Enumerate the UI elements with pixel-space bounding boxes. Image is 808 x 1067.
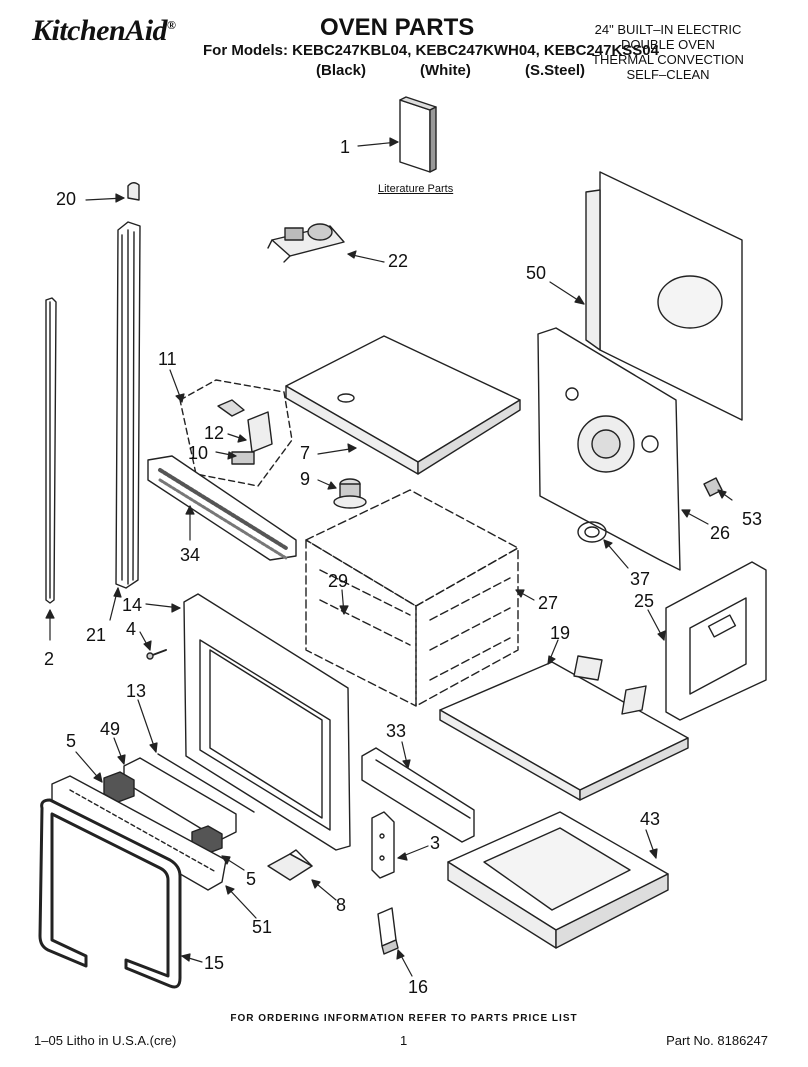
part-9-component (333, 478, 367, 509)
part-13-rod (157, 753, 255, 813)
part-37-gasket (577, 521, 607, 543)
callout-5-lower: 5 (246, 869, 257, 889)
callout-19: 19 (550, 623, 571, 643)
oven-type-line: SELF–CLEAN (626, 67, 710, 82)
part-53-bracket (703, 477, 723, 497)
callout-10: 10 (188, 443, 209, 463)
oven-type-line: 24" BUILT–IN ELECTRIC (594, 22, 742, 37)
literature-parts-label: Literature Parts (378, 183, 454, 195)
callout-26: 26 (710, 523, 731, 543)
callout-5-upper: 5 (66, 731, 77, 751)
part-3-bracket (371, 811, 395, 879)
finish-white: (White) (420, 62, 471, 79)
ordering-note: FOR ORDERING INFORMATION REFER TO PARTS … (230, 1013, 578, 1024)
part-2-rod (45, 297, 57, 604)
callout-11: 11 (158, 349, 177, 369)
part-16-bracket (377, 907, 399, 955)
callout-43: 43 (640, 809, 661, 829)
callout-51: 51 (252, 917, 273, 937)
page-title: OVEN PARTS (320, 14, 475, 41)
callout-20: 20 (56, 189, 77, 209)
callout-1: 1 (340, 137, 351, 157)
part-15-door-gasket (38, 798, 182, 989)
finish-black: (Black) (316, 62, 367, 79)
part-11-group (179, 379, 293, 487)
callout-8: 8 (336, 895, 347, 915)
part-25-side-panel (665, 561, 767, 721)
callout-3: 3 (430, 833, 441, 853)
model-numbers: For Models: KEBC247KBL04, KEBC247KWH04, … (203, 42, 659, 59)
part-7-top-panel (285, 335, 521, 475)
callout-37: 37 (630, 569, 651, 589)
callout-9: 9 (300, 469, 311, 489)
callout-7: 7 (300, 443, 311, 463)
callout-49: 49 (100, 719, 121, 739)
callout-4: 4 (126, 619, 137, 639)
part-27-oven-cavity (305, 489, 519, 707)
part-4-screw (146, 649, 167, 660)
callout-13: 13 (126, 681, 147, 701)
callout-29: 29 (328, 571, 349, 591)
part-26-back-plate (537, 327, 681, 571)
callout-15: 15 (204, 953, 225, 973)
part-34-vent-strip (147, 455, 297, 561)
part-14-front-frame (183, 593, 351, 851)
callout-12: 12 (204, 423, 225, 443)
oven-type-line: THERMAL CONVECTION (592, 52, 744, 67)
part-19-bottom-cover (439, 655, 689, 801)
part-8-bracket (267, 849, 313, 881)
part-22-latch-motor (267, 223, 345, 263)
part-50-rear-panel (585, 171, 743, 421)
leader-lines (45, 137, 733, 977)
part-21-side-trim (115, 221, 141, 589)
callout-21: 21 (86, 625, 107, 645)
brand-logo: KitchenAid® (32, 14, 176, 47)
part-number: Part No. 8186247 (666, 1033, 768, 1048)
callout-34: 34 (180, 545, 201, 565)
callout-14: 14 (122, 595, 143, 615)
part-43-bottom-frame (447, 811, 669, 949)
oven-type-line: DOUBLE OVEN (621, 37, 715, 52)
finish-steel: (S.Steel) (525, 62, 586, 79)
callout-50: 50 (526, 263, 547, 283)
callout-53: 53 (742, 509, 763, 529)
callout-25: 25 (634, 591, 655, 611)
callout-33: 33 (386, 721, 407, 741)
callout-16: 16 (408, 977, 429, 997)
callout-2: 2 (44, 649, 55, 669)
part-literature (399, 96, 437, 173)
page-number: 1 (400, 1033, 408, 1048)
litho-info: 1–05 Litho in U.S.A.(cre) (34, 1033, 177, 1048)
part-33-angle-bracket (361, 747, 475, 843)
part-20-clip (127, 182, 140, 201)
oven-type-block: 24" BUILT–IN ELECTRIC DOUBLE OVEN THERMA… (568, 22, 768, 82)
callout-27: 27 (538, 593, 559, 613)
callout-22: 22 (388, 251, 409, 271)
